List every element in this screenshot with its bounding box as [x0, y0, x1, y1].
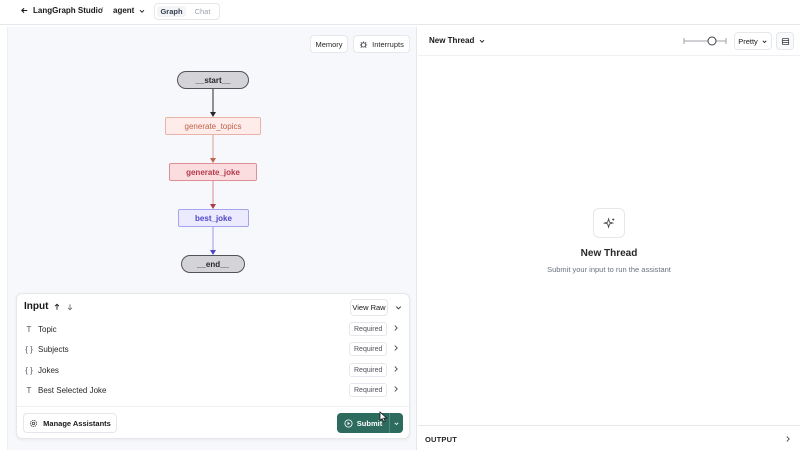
chevron-right-icon[interactable] — [392, 385, 400, 393]
tab-chat[interactable]: Chat — [194, 7, 211, 16]
text-type-icon: T — [26, 324, 32, 334]
node-generate-joke[interactable]: generate_joke — [169, 163, 257, 181]
input-field-subjects[interactable]: { } Subjects Required — [24, 340, 404, 358]
graph-pane: Memory Interrupts __start__ generate_top… — [7, 27, 417, 450]
output-section[interactable]: OUTPUT — [418, 425, 800, 450]
memory-label: Memory — [315, 39, 343, 49]
input-title: Input — [24, 301, 49, 312]
empty-state-icon-box — [593, 208, 625, 238]
field-label: Best Selected Joke — [38, 385, 107, 395]
input-field-best-selected-joke[interactable]: T Best Selected Joke Required — [24, 381, 404, 399]
memory-button[interactable]: Memory — [310, 35, 348, 53]
object-type-icon: { } — [25, 365, 33, 375]
field-label: Topic — [38, 324, 57, 334]
field-label: Jokes — [38, 365, 59, 375]
view-toggle: Graph Chat — [154, 3, 220, 20]
divider — [17, 406, 409, 407]
gear-icon — [30, 419, 38, 427]
required-badge: Required — [349, 342, 388, 356]
chevron-right-icon[interactable] — [392, 324, 400, 332]
panel-layout-icon — [781, 37, 789, 45]
object-type-icon: { } — [25, 344, 33, 354]
node-generate-topics[interactable]: generate_topics — [165, 117, 261, 135]
chevron-down-icon — [762, 40, 767, 43]
empty-state-subtitle: Submit your input to run the assistant — [547, 265, 671, 274]
chevron-right-icon[interactable] — [392, 365, 400, 373]
manage-assistants-button[interactable]: Manage Assistants — [23, 413, 117, 433]
thread-selector[interactable]: New Thread — [429, 36, 486, 45]
field-label: Subjects — [38, 344, 69, 354]
chevron-right-icon[interactable] — [784, 435, 792, 443]
graph-selector[interactable]: agent — [113, 6, 146, 15]
layout-toggle-button[interactable] — [776, 32, 794, 50]
detail-slider[interactable] — [683, 35, 727, 47]
slider-handle — [707, 36, 717, 46]
chevron-down-icon — [140, 9, 145, 13]
back-button[interactable]: LangGraph Studio — [20, 6, 103, 15]
tab-graph[interactable]: Graph — [157, 6, 186, 17]
thread-pane: New Thread Pretty New Thread Submit your… — [418, 27, 800, 450]
manage-assistants-label: Manage Assistants — [43, 418, 111, 428]
submit-options-button[interactable] — [390, 420, 403, 427]
required-badge: Required — [349, 363, 388, 377]
play-circle-icon — [344, 418, 353, 428]
thread-selector-label: New Thread — [429, 36, 475, 45]
input-panel: Input View Raw T Topic Required { } Subj… — [16, 293, 410, 439]
required-badge: Required — [349, 322, 388, 336]
submit-split-button: Submit — [337, 413, 403, 433]
graph-edges — [210, 89, 216, 255]
submit-button[interactable]: Submit — [337, 413, 390, 433]
arrow-left-icon — [21, 7, 28, 14]
breadcrumb-separator: / — [101, 6, 104, 15]
node-end[interactable]: __end__ — [181, 255, 245, 273]
thread-header: New Thread Pretty — [418, 27, 800, 56]
arrow-down-icon[interactable] — [66, 303, 74, 311]
input-header: Input — [24, 301, 74, 312]
graph-name: agent — [113, 6, 135, 15]
interrupts-button[interactable]: Interrupts — [353, 35, 410, 53]
node-best-joke[interactable]: best_joke — [178, 209, 249, 227]
chevron-down-icon — [394, 422, 399, 425]
empty-state-title: New Thread — [580, 248, 638, 259]
view-raw-button[interactable]: View Raw — [350, 299, 388, 316]
view-mode-label: Pretty — [738, 36, 758, 46]
chevron-down-icon[interactable] — [394, 303, 403, 312]
chevron-down-icon — [480, 39, 485, 43]
required-badge: Required — [349, 383, 388, 397]
submit-label: Submit — [356, 418, 383, 428]
sparkles-icon — [602, 216, 614, 229]
mouse-cursor-icon — [379, 411, 388, 423]
top-bar: LangGraph Studio / agent Graph Chat — [0, 0, 800, 25]
bug-icon — [360, 40, 368, 48]
input-field-jokes[interactable]: { } Jokes Required — [24, 361, 404, 379]
arrow-up-icon[interactable] — [53, 303, 61, 311]
input-field-topic[interactable]: T Topic Required — [24, 320, 404, 338]
node-start[interactable]: __start__ — [177, 71, 249, 89]
chevron-right-icon[interactable] — [392, 344, 400, 352]
text-type-icon: T — [26, 385, 32, 395]
interrupts-label: Interrupts — [372, 39, 404, 49]
output-label: OUTPUT — [425, 435, 458, 444]
view-mode-select[interactable]: Pretty — [734, 32, 772, 50]
back-label: LangGraph Studio — [33, 6, 103, 15]
